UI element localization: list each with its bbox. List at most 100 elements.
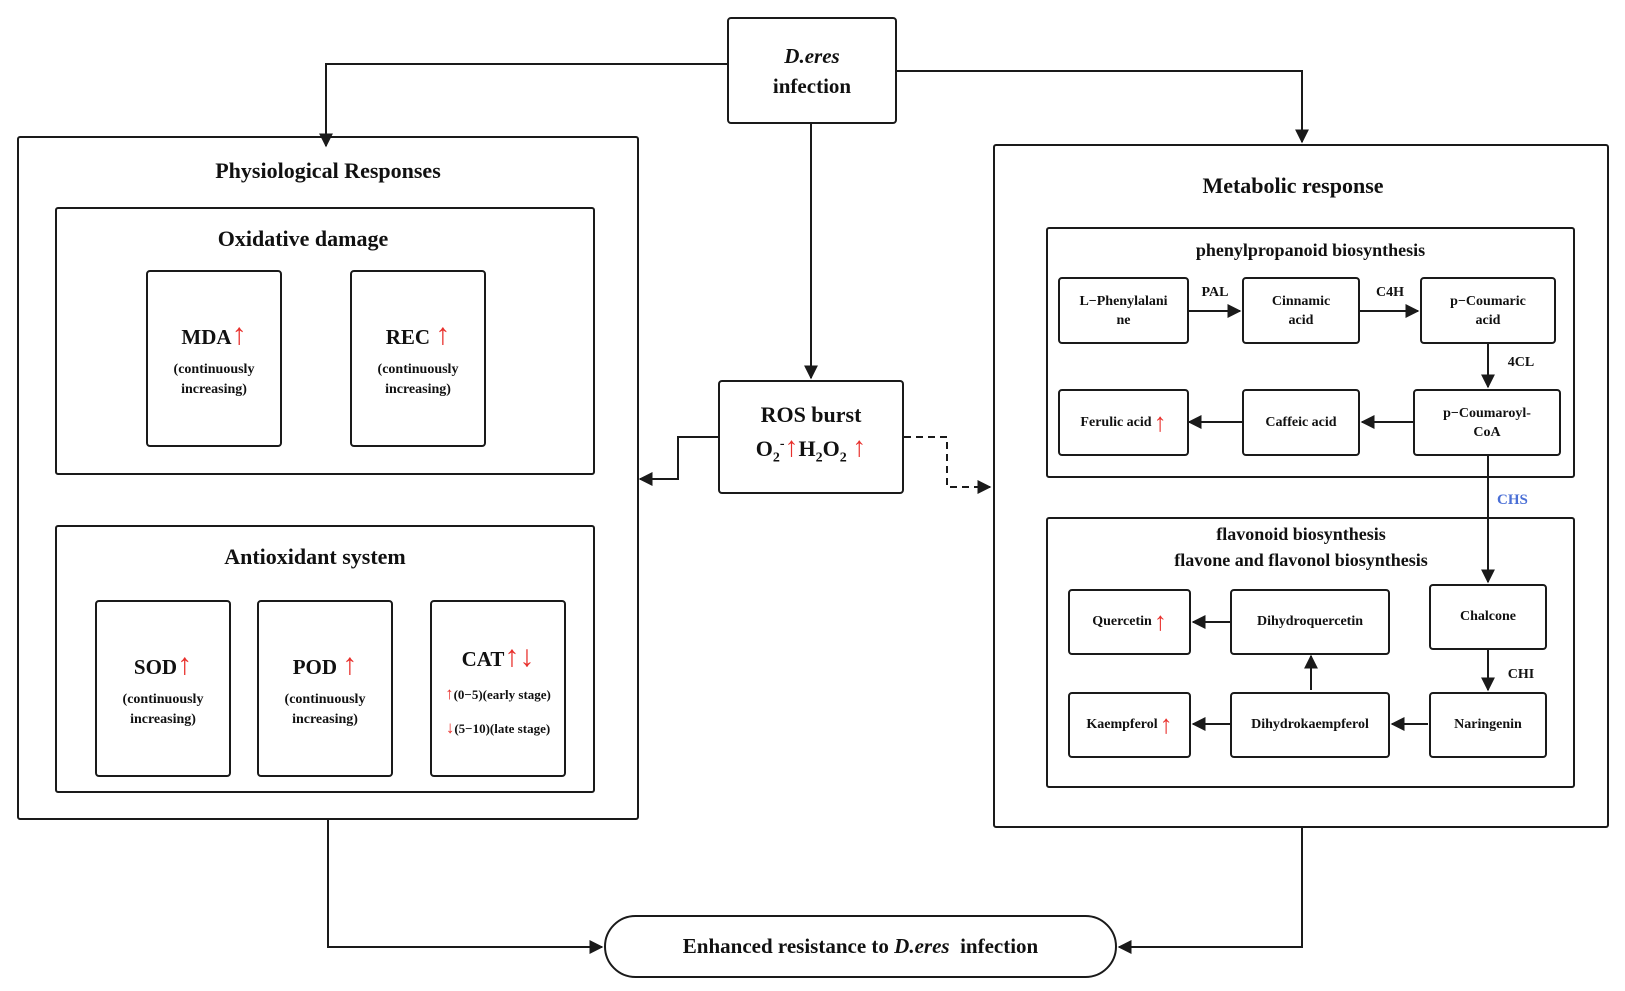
cat-late-stage: (5−10)(late stage) — [454, 720, 551, 736]
result-node: Enhanced resistance to D.eres infection — [604, 915, 1117, 978]
p-coumaric-acid-node: p−Coumaric acid — [1420, 277, 1556, 344]
arrow-physio-to-result — [327, 820, 604, 954]
chalcone-node: Chalcone — [1429, 584, 1547, 650]
mda-node: MDA↑ (continuously increasing) — [146, 270, 282, 447]
quercetin-label: Quercetin — [1092, 614, 1152, 629]
up-arrow-icon: ↑ — [177, 647, 193, 681]
arrow-infection-to-physio — [319, 63, 728, 148]
result-text-part1: Enhanced resistance to — [682, 934, 889, 958]
rec-node: REC ↑ (continuously increasing) — [350, 270, 486, 447]
caffeic-acid-node: Caffeic acid — [1242, 389, 1360, 456]
l-phenylalanine-node: L−Phenylalani ne — [1058, 277, 1189, 344]
pod-label: POD — [292, 654, 338, 679]
pod-note-line1: (continuously — [284, 691, 366, 707]
l-phenylalanine-line1: L−Phenylalani — [1079, 293, 1168, 309]
up-arrow-icon: ↑ — [445, 683, 454, 703]
cinnamic-acid-node: Cinnamic acid — [1242, 277, 1360, 344]
up-arrow-icon: ↑ — [784, 432, 799, 463]
ros-burst-node: ROS burst O2-↑H2O2 ↑ — [718, 380, 904, 494]
ros-o-subscript: 2 — [772, 450, 780, 466]
up-arrow-icon: ↑ — [342, 647, 358, 681]
4cl-label: 4CL — [1507, 355, 1535, 370]
metabolic-title: Metabolic response — [1202, 173, 1384, 198]
physiological-title: Physiological Responses — [215, 158, 441, 183]
arrow-infection-to-metab — [896, 70, 1309, 144]
ros-o2-subscript: 2 — [839, 450, 847, 466]
sod-label: SOD — [133, 654, 178, 679]
cat-early-stage: (0−5)(early stage) — [453, 686, 551, 702]
oxidative-damage-panel — [55, 207, 595, 475]
cat-node: CAT↑↓ ↑(0−5)(early stage) ↓(5−10)(late s… — [430, 600, 566, 777]
naringenin-label: Naringenin — [1454, 717, 1522, 732]
oxidative-damage-title: Oxidative damage — [217, 226, 389, 251]
chs-label: CHS — [1497, 492, 1528, 508]
mda-note-line1: (continuously — [173, 361, 255, 377]
p-coumaric-acid-line1: p−Coumaric — [1450, 293, 1526, 309]
c4h-label: C4H — [1376, 285, 1404, 300]
mda-label: MDA — [181, 324, 232, 349]
chi-label: CHI — [1507, 667, 1535, 682]
phenylpropanoid-panel — [1046, 227, 1575, 478]
physiological-panel — [17, 136, 639, 820]
up-arrow-icon: ↑ — [435, 317, 451, 351]
rec-note-line1: (continuously — [377, 361, 459, 377]
pod-node: POD ↑ (continuously increasing) — [257, 600, 393, 777]
up-down-arrow-icon: ↑↓ — [504, 639, 535, 673]
phenylpropanoid-title: phenylpropanoid biosynthesis — [1195, 240, 1426, 260]
up-arrow-icon: ↑ — [231, 317, 247, 351]
antioxidant-panel — [55, 525, 595, 793]
kaempferol-label: Kaempferol — [1086, 717, 1158, 732]
ros-species: O2-↑H2O2 ↑ — [720, 432, 902, 466]
ros-o-superscript: - — [779, 436, 785, 452]
flavonoid-title-line2: flavone and flavonol biosynthesis — [1174, 550, 1428, 570]
pal-label: PAL — [1201, 285, 1229, 300]
cat-label: CAT — [461, 646, 505, 671]
ros-burst-title: ROS burst — [760, 402, 862, 427]
chalcone-label: Chalcone — [1460, 609, 1516, 624]
p-coumaroyl-coa-line1: p−Coumaroyl- — [1443, 405, 1531, 421]
flavonoid-panel — [1046, 517, 1575, 788]
result-pathogen: D.eres — [894, 934, 950, 958]
up-arrow-icon: ↑ — [852, 432, 867, 463]
pod-note-line2: increasing) — [292, 711, 358, 727]
sod-node: SOD↑ (continuously increasing) — [95, 600, 231, 777]
up-arrow-icon: ↑ — [1153, 407, 1167, 437]
infection-node: D.eres infection — [727, 17, 897, 124]
l-phenylalanine-line2: ne — [1116, 312, 1131, 328]
ros-o2-letter: O — [822, 436, 840, 461]
ros-h-subscript: 2 — [815, 450, 823, 466]
dihydroquercetin-node: Dihydroquercetin — [1230, 589, 1390, 655]
infection-label: infection — [772, 73, 852, 98]
arrow-ros-to-metab — [904, 436, 992, 494]
down-arrow-icon: ↓ — [445, 717, 455, 737]
up-arrow-icon: ↑ — [1159, 710, 1173, 739]
antioxidant-title: Antioxidant system — [224, 544, 406, 569]
p-coumaric-acid-line2: acid — [1475, 312, 1501, 328]
kaempferol-node: Kaempferol↑ — [1068, 692, 1191, 758]
flavonoid-title-line1: flavonoid biosynthesis — [1216, 524, 1386, 544]
ros-h-letter: H — [798, 436, 816, 461]
ferulic-acid-label: Ferulic acid — [1080, 414, 1152, 430]
mda-note-line2: increasing) — [181, 381, 247, 397]
caffeic-acid-label: Caffeic acid — [1265, 414, 1337, 430]
infection-pathogen: D.eres — [784, 43, 840, 68]
result-text-part3: infection — [960, 934, 1039, 958]
dihydrokaempferol-label: Dihydrokaempferol — [1251, 717, 1369, 732]
arrow-ros-to-physio — [638, 436, 718, 486]
quercetin-node: Quercetin↑ — [1068, 589, 1191, 655]
p-coumaroyl-coa-line2: CoA — [1473, 424, 1501, 440]
p-coumaroyl-coa-node: p−Coumaroyl- CoA — [1413, 389, 1561, 456]
sod-note-line1: (continuously — [122, 691, 204, 707]
sod-note-line2: increasing) — [130, 711, 196, 727]
dihydrokaempferol-node: Dihydrokaempferol — [1230, 692, 1390, 758]
arrow-metab-to-result — [1117, 828, 1303, 954]
cinnamic-acid-line2: acid — [1288, 312, 1314, 328]
naringenin-node: Naringenin — [1429, 692, 1547, 758]
rec-note-line2: increasing) — [385, 381, 451, 397]
ferulic-acid-node: Ferulic acid↑ — [1058, 389, 1189, 456]
ros-o-letter: O — [755, 436, 773, 461]
up-arrow-icon: ↑ — [1153, 607, 1167, 636]
dihydroquercetin-label: Dihydroquercetin — [1256, 614, 1364, 629]
